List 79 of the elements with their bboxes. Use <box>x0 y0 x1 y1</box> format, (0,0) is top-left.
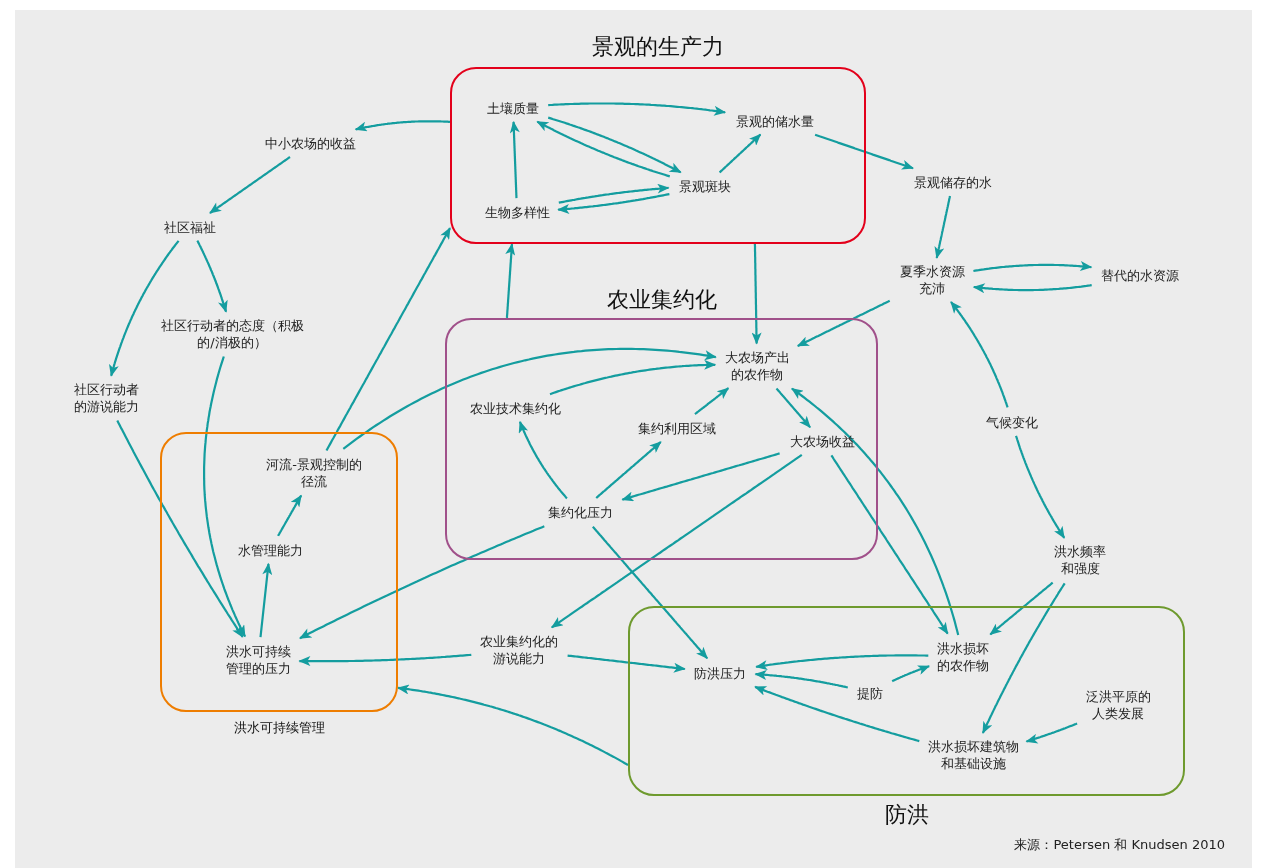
arrow <box>718 133 762 174</box>
arrow <box>755 654 929 671</box>
arrow <box>796 299 891 347</box>
node-label: 夏季水资源充沛 <box>896 263 968 297</box>
arrow <box>509 120 520 199</box>
group-title: 农业集约化 <box>605 287 718 314</box>
arrow <box>754 670 849 689</box>
arrow <box>558 183 670 204</box>
node-label: 大农场产出的农作物 <box>722 349 792 383</box>
node-label: 泛洪平原的人类发展 <box>1083 688 1153 722</box>
arrow <box>775 387 811 429</box>
arrow <box>557 193 670 214</box>
node-label: 社区行动者的态度（积极的/消极的） <box>152 317 312 351</box>
arrow <box>116 420 244 638</box>
arrow <box>397 684 629 766</box>
arrow <box>972 283 1092 294</box>
arrow <box>973 261 1093 273</box>
node-label: 景观的储水量 <box>732 112 818 130</box>
arrow <box>536 120 671 178</box>
arrow <box>891 665 931 683</box>
node-label: 土壤质量 <box>483 99 543 117</box>
node-label: 洪水频率和强度 <box>1051 543 1109 577</box>
arrow <box>547 116 682 174</box>
node-label: 洪水损坏的农作物 <box>934 640 992 674</box>
node-label: 替代的水资源 <box>1097 266 1183 284</box>
node-label: 防洪压力 <box>690 664 750 682</box>
node-label: 洪水损坏建筑物和基础设施 <box>925 738 1021 772</box>
arrow <box>567 654 686 673</box>
arrow <box>989 581 1054 636</box>
node-label: 社区行动者的游说能力 <box>71 381 141 415</box>
arrow <box>549 359 717 396</box>
arrow <box>595 441 662 499</box>
arrow <box>754 685 920 743</box>
arrow <box>751 243 762 345</box>
node-label: 气候变化 <box>982 413 1042 431</box>
arrow <box>325 227 451 452</box>
arrow <box>203 356 246 638</box>
node-label: 农业集约化的游说能力 <box>477 633 561 667</box>
node-label: 河流-景观控制的径流 <box>264 456 364 490</box>
arrow <box>298 653 472 667</box>
arrow <box>277 494 303 537</box>
node-label: 提防 <box>853 684 887 702</box>
node-label: 景观斑块 <box>675 177 735 195</box>
node-label: 景观储存的水 <box>910 173 996 191</box>
arrow <box>592 526 708 659</box>
arrow <box>196 240 228 313</box>
arrow <box>548 102 727 116</box>
arrow <box>518 420 568 500</box>
arrow <box>505 243 516 319</box>
arrow <box>354 120 451 132</box>
node-label: 集约利用区域 <box>634 419 720 437</box>
arrow <box>551 454 803 629</box>
node-label: 生物多样性 <box>481 203 553 221</box>
arrow <box>934 195 952 259</box>
node-label: 水管理能力 <box>234 541 306 559</box>
arrow <box>109 240 180 377</box>
arrow <box>1025 722 1078 744</box>
node-label: 农业技术集约化 <box>465 399 565 417</box>
arrow <box>830 454 949 635</box>
arrow <box>299 525 545 640</box>
node-label: 集约化压力 <box>544 503 616 521</box>
arrow <box>791 387 960 636</box>
group-title: 景观的生产力 <box>591 34 725 61</box>
node-label: 中小农场的收益 <box>260 134 360 152</box>
arrow <box>814 133 914 170</box>
arrow <box>621 452 780 502</box>
arrow <box>209 156 291 214</box>
node-label: 洪水可持续管理的压力 <box>223 643 293 677</box>
node-label: 大农场收益 <box>786 432 858 450</box>
arrow <box>981 582 1066 734</box>
arrow <box>1014 435 1066 539</box>
arrow <box>342 347 717 450</box>
source-note: 来源：Petersen 和 Knudsen 2010 <box>1014 836 1225 854</box>
arrow <box>950 301 1009 408</box>
arrow <box>259 562 273 638</box>
node-label: 社区福祉 <box>160 218 220 236</box>
group-title: 防洪 <box>883 802 930 829</box>
group-title: 洪水可持续管理 <box>232 720 326 736</box>
arrow <box>694 387 730 415</box>
